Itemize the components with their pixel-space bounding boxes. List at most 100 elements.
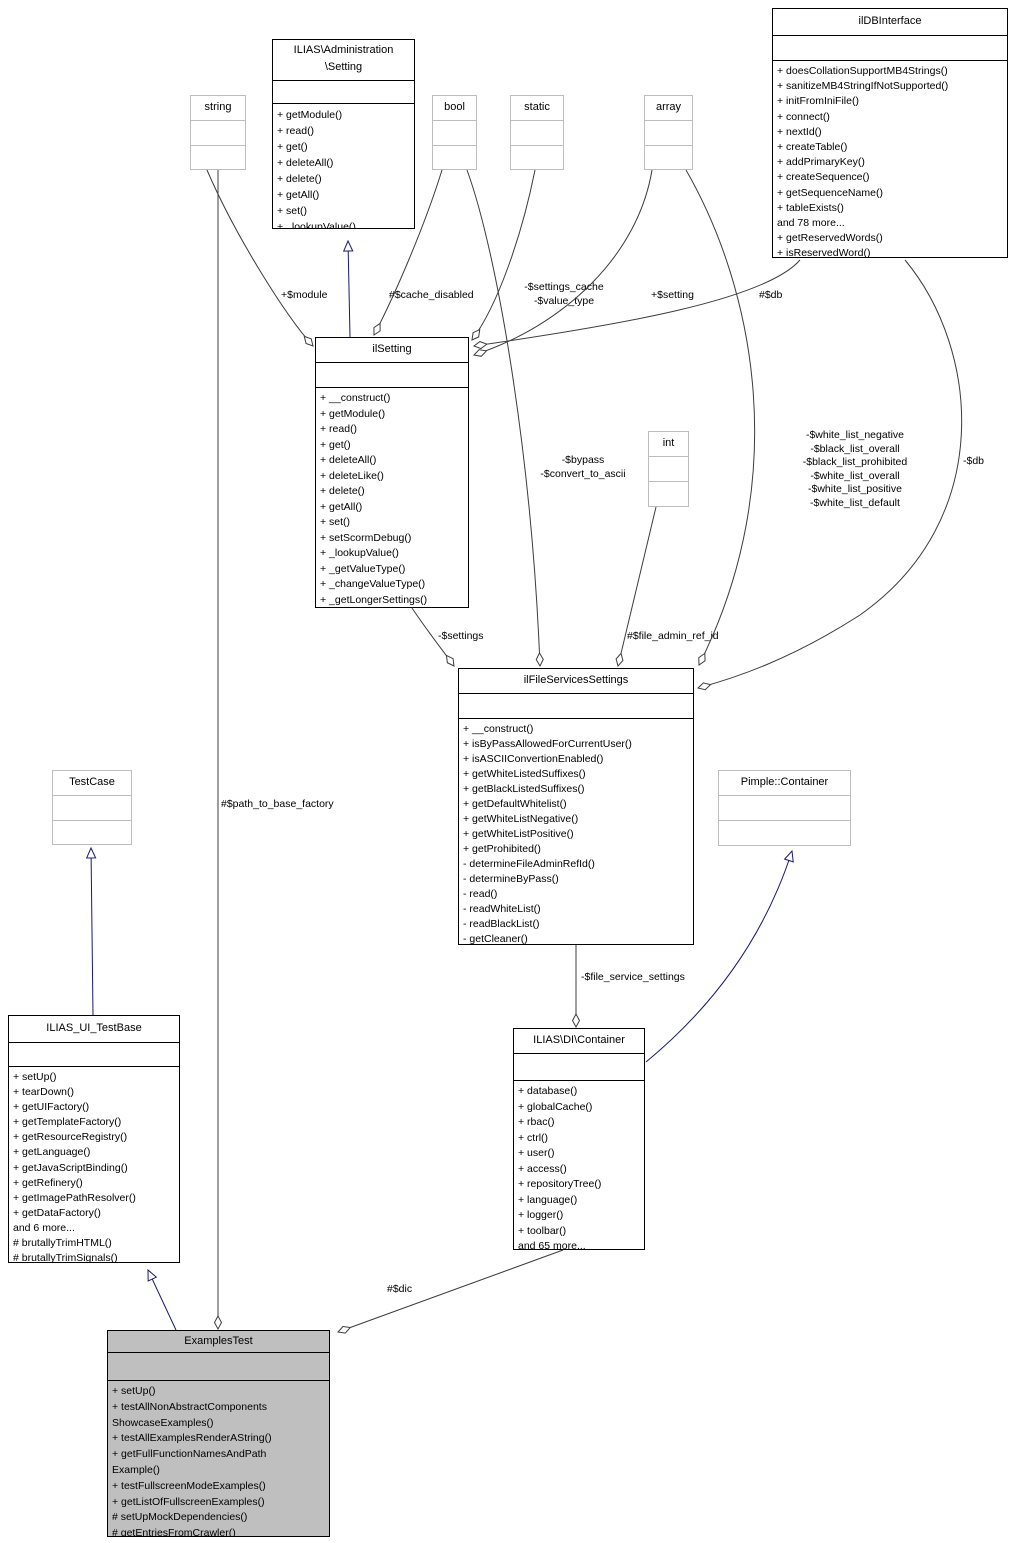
class-attributes-empty <box>511 121 563 146</box>
method-row: + read() <box>320 423 358 435</box>
method-row: + get() <box>320 438 351 451</box>
edge-label-path-to-base-factory: #$path_to_base_factory <box>221 798 334 810</box>
class-attributes-empty <box>273 81 414 104</box>
edge-label-file-service-settings: -$file_service_settings <box>581 971 685 983</box>
method-row: + access() <box>518 1162 567 1175</box>
class-title: ILIAS_UI_TestBase <box>9 1016 179 1043</box>
class-methods: + getModule() + read() + get() + deleteAll(… <box>273 104 414 228</box>
edge-label-settings-cache: -$settings_cache -$value_type <box>524 281 604 307</box>
class-ilsetting[interactable]: ilSetting + __construct()+ getModule()+ … <box>315 337 469 608</box>
method-row: + database() <box>518 1085 578 1097</box>
class-methods: + __construct()+ isByPassAllowedForCurre… <box>459 719 693 944</box>
class-attributes-empty <box>649 457 688 482</box>
method-row: # setUpMockDependencies() <box>112 1511 248 1524</box>
class-title: ILIAS\Administration \Setting <box>273 40 414 81</box>
method-row: # brutallyTrimSignals() <box>13 1252 118 1262</box>
method-row: + deleteAll() <box>277 157 334 169</box>
method-row: and 65 more... <box>518 1240 586 1249</box>
method-row: + getModule() <box>277 109 343 121</box>
class-methods: + setUp()+ tearDown()+ getUIFactory()+ g… <box>9 1067 179 1262</box>
class-admin-setting[interactable]: ILIAS\Administration \Setting + getModul… <box>272 39 415 229</box>
method-row: + connect() <box>777 110 830 123</box>
class-attributes-empty <box>9 1043 179 1067</box>
class-attributes-empty <box>645 121 692 146</box>
class-examplestest[interactable]: ExamplesTest + setUp()+ testAllNonAbstra… <box>107 1330 330 1537</box>
method-row: + deleteLike() <box>320 469 384 482</box>
class-attributes-empty <box>514 1054 644 1081</box>
method-row: + createSequence() <box>777 171 870 184</box>
class-ilfileservicessettings[interactable]: ilFileServicesSettings + __construct()+ … <box>458 668 694 945</box>
class-ilias-ui-testbase[interactable]: ILIAS_UI_TestBase + setUp()+ tearDown()+… <box>8 1015 180 1263</box>
class-title: ILIAS\DI\Container <box>514 1029 644 1054</box>
method-row: + set() <box>320 516 351 528</box>
method-row: + getAll() <box>320 500 363 513</box>
class-title: ExamplesTest <box>108 1331 329 1353</box>
class-methods: + doesCollationSupportMB4Strings()+ sani… <box>773 61 1007 257</box>
method-row: + logger() <box>518 1209 564 1221</box>
class-methods-empty <box>191 146 245 169</box>
class-di-container[interactable]: ILIAS\DI\Container + database() + globalC… <box>513 1028 645 1250</box>
class-attributes-empty <box>719 796 850 821</box>
method-row: + getUIFactory() <box>13 1101 90 1114</box>
class-methods: + __construct()+ getModule()+ read()+ ge… <box>316 388 468 607</box>
edge-testbase-inherits-testcase <box>85 846 97 1016</box>
class-methods-empty <box>719 821 850 845</box>
class-title: int <box>649 432 688 457</box>
class-methods-empty <box>433 146 476 169</box>
method-row: + addPrimaryKey() <box>777 156 865 169</box>
method-row: + _lookupValue() <box>320 547 399 559</box>
method-row: + setUp() <box>112 1385 156 1397</box>
method-row: + _getValueType() <box>320 562 406 575</box>
method-row: + __construct() <box>463 723 534 735</box>
edge-label-white-lists: -$white_list_negative -$black_list_overa… <box>802 429 908 509</box>
method-row: + set() <box>277 205 308 217</box>
method-row: # getEntriesFromCrawler() <box>112 1527 236 1536</box>
class-title: ilSetting <box>316 338 468 363</box>
method-row: + read() <box>277 125 315 137</box>
class-ildbinterface[interactable]: ilDBInterface + doesCollationSupportMB4S… <box>772 8 1008 258</box>
method-row: + globalCache() <box>518 1100 593 1113</box>
method-row: + isReservedWord() <box>777 247 871 257</box>
method-row: + user() <box>518 1147 555 1159</box>
method-row: + doesCollationSupportMB4Strings() <box>777 65 948 77</box>
class-pimple-container[interactable]: Pimple::Container <box>718 770 851 846</box>
method-row: + language() <box>518 1193 578 1206</box>
class-attributes-empty <box>433 121 476 146</box>
method-row: + get() <box>277 141 308 153</box>
method-row: + getTemplateFactory() <box>13 1116 122 1129</box>
class-testcase[interactable]: TestCase <box>52 770 132 845</box>
method-row: + deleteAll() <box>320 454 377 466</box>
edge-examplestest-inherits-testbase <box>147 1268 177 1331</box>
method-row: + createTable() <box>777 141 848 154</box>
edge-label-db-private: -$db <box>963 455 985 467</box>
method-row: + getListOfFullscreenExamples() <box>112 1495 265 1508</box>
edge-label-bypass: -$bypass -$convert_to_ascii <box>540 454 626 480</box>
method-row: + getResourceRegistry() <box>13 1131 128 1144</box>
class-attributes-empty <box>773 36 1007 61</box>
edge-label-settings: -$settings <box>438 630 484 642</box>
method-row: + getWhiteListPositive() <box>463 828 574 840</box>
method-row: + rbac() <box>518 1116 555 1128</box>
edge-label-module: +$module <box>281 289 328 301</box>
method-row: - read() <box>463 888 498 900</box>
class-attributes-empty <box>459 694 693 719</box>
method-row: + getLanguage() <box>13 1146 91 1159</box>
method-row: and 6 more... <box>13 1221 75 1234</box>
method-row: + delete() <box>320 485 365 497</box>
class-attributes-empty <box>108 1353 329 1381</box>
edge-static-to-ilsetting <box>472 169 536 340</box>
class-title: TestCase <box>53 771 131 796</box>
method-row: + repositoryTree() <box>518 1178 602 1190</box>
edge-ilsetting-inherits-adminsetting <box>342 239 354 338</box>
class-title: static <box>511 96 563 121</box>
method-row: + initFromIniFile() <box>777 95 859 108</box>
method-row: + getWhiteListedSuffixes() <box>463 768 586 780</box>
class-methods: + database()+ globalCache()+ rbac()+ ctr… <box>514 1081 644 1249</box>
edge-array-to-ilfileservicessettings <box>685 169 756 665</box>
class-methods-empty <box>645 146 692 169</box>
class-attributes-empty <box>53 796 131 821</box>
class-attributes-empty <box>191 121 245 146</box>
method-row: + getAll() <box>277 189 320 201</box>
method-row: # brutallyTrimHTML() <box>13 1237 112 1250</box>
